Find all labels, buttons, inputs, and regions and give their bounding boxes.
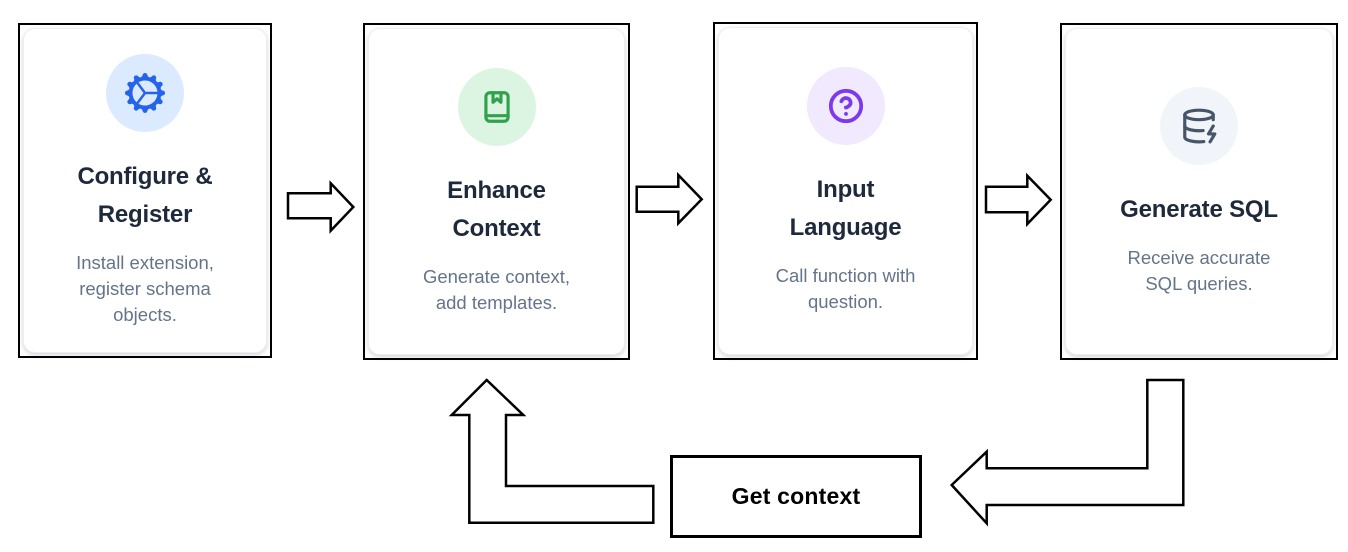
step-title-line: Generate SQL: [1120, 195, 1278, 223]
step-card-input-language: Input Language Call function with questi…: [713, 22, 978, 360]
arrow-right-2-icon: [635, 171, 704, 227]
arrow-elbow-down-left-icon: [949, 378, 1185, 527]
help-circle-icon: [828, 88, 863, 124]
step-card-configure-register: Configure & Register Install extension, …: [18, 23, 272, 358]
get-context-label: Get context: [731, 483, 861, 509]
step-title-line: Context: [452, 214, 541, 242]
step-title: Enhance Context: [447, 172, 546, 248]
step-card-inner: Configure & Register Install extension, …: [23, 28, 267, 353]
book-marked-icon: [483, 90, 510, 123]
step-title-line: Input: [816, 176, 875, 203]
get-context-box: Get context: [670, 455, 922, 538]
step-description-line: add templates.: [435, 291, 558, 313]
step-card-enhance-context: Enhance Context Generate context, add te…: [363, 23, 630, 360]
help-circle-icon-circle: [806, 67, 885, 145]
step-description: Call function with question.: [776, 263, 916, 315]
step-description-line: question.: [807, 291, 884, 312]
step-description-line: register schema: [79, 277, 211, 299]
step-description-line: Install extension,: [76, 251, 214, 273]
step-description-line: Receive accurate: [1127, 246, 1271, 268]
step-title-line: Register: [97, 200, 193, 228]
arrow-right-3-icon: [984, 172, 1053, 228]
step-description: Install extension, register schema objec…: [76, 250, 214, 328]
step-description-line: Call function with: [775, 265, 916, 286]
step-description-line: SQL queries.: [1145, 272, 1253, 294]
step-description-line: Generate context,: [422, 265, 571, 287]
step-card-inner: Enhance Context Generate context, add te…: [368, 28, 625, 355]
database-zap-icon-circle: [1160, 86, 1238, 165]
database-zap-icon: [1183, 108, 1217, 143]
step-title: Input Language: [790, 171, 902, 247]
arrow-right-1-icon: [286, 180, 356, 234]
gear-icon-circle: [106, 53, 184, 132]
step-title: Configure & Register: [77, 158, 212, 234]
step-card-generate-sql: Generate SQL Receive accurate SQL querie…: [1060, 23, 1338, 360]
step-description: Generate context, add templates.: [423, 264, 570, 316]
step-title-line: Configure &: [77, 162, 213, 190]
gear-icon: [125, 72, 165, 113]
step-card-inner: Generate SQL Receive accurate SQL querie…: [1065, 28, 1333, 355]
arrow-elbow-up-icon: [448, 378, 655, 524]
step-description-line: objects.: [113, 303, 177, 325]
step-title-line: Enhance: [447, 176, 546, 204]
step-title: Generate SQL: [1120, 191, 1278, 229]
book-marked-icon-circle: [457, 67, 536, 146]
step-card-inner: Input Language Call function with questi…: [718, 27, 973, 355]
step-description: Receive accurate SQL queries.: [1128, 245, 1271, 297]
step-title-line: Language: [789, 214, 902, 241]
